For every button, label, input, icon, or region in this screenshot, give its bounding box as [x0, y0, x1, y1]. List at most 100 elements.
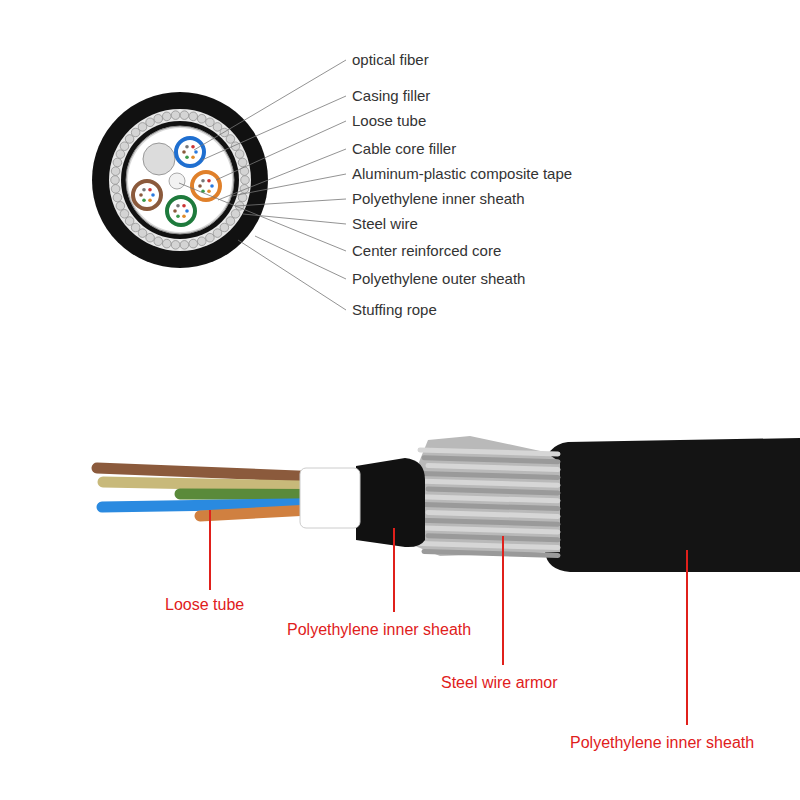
optical-fiber	[142, 198, 146, 202]
armor-strand	[420, 520, 558, 524]
armor-strand	[424, 458, 558, 462]
steel-wire	[213, 123, 222, 132]
armor-strand	[428, 466, 558, 470]
red-leader-lines	[210, 510, 687, 725]
armor-strands	[420, 450, 558, 555]
inner-sheath	[121, 121, 239, 239]
steel-wire	[111, 185, 120, 194]
loose-tubes	[133, 138, 220, 225]
optical-fiber	[148, 188, 152, 192]
steel-wire	[180, 111, 189, 120]
armor-strand	[424, 528, 558, 532]
callout-label: Polyethylene inner sheath	[570, 733, 754, 753]
leader-line	[194, 60, 346, 150]
part-label: Aluminum-plastic composite tape	[352, 164, 572, 184]
loose-tube	[103, 482, 310, 486]
part-label: Loose tube	[352, 111, 426, 131]
outer-sheath	[545, 438, 800, 572]
steel-wire	[197, 237, 206, 246]
loose-tube	[133, 181, 161, 209]
steel-wire	[138, 229, 147, 238]
optical-fiber	[176, 204, 180, 208]
part-label: Stuffing rope	[352, 300, 437, 320]
leader-line	[255, 236, 346, 279]
optical-fiber	[151, 193, 155, 197]
steel-wire	[226, 135, 235, 144]
optical-fiber	[182, 214, 186, 218]
callout-label: Steel wire armor	[441, 673, 557, 693]
steel-wire	[113, 193, 122, 202]
optical-fiber	[139, 193, 143, 197]
outer-sheath	[92, 92, 268, 268]
steel-wire	[206, 118, 215, 127]
armor-strand	[420, 450, 558, 454]
loose-tube	[167, 197, 195, 225]
steel-wire	[213, 229, 222, 238]
steel-wire	[162, 239, 171, 248]
steel-wire	[154, 114, 163, 123]
optical-fiber	[207, 179, 211, 183]
leader-line	[236, 199, 346, 206]
callout-label: Loose tube	[165, 595, 244, 615]
callout-label: Polyethylene inner sheath	[287, 620, 471, 640]
armor-strand	[428, 489, 558, 493]
loose-tube	[180, 489, 310, 501]
armor-strand	[420, 544, 558, 548]
tube-wall	[133, 181, 161, 209]
leader-line	[216, 121, 346, 180]
leader-line	[393, 528, 395, 612]
part-label: Cable core filler	[352, 139, 456, 159]
tube-wall	[176, 138, 204, 166]
optical-fiber	[185, 209, 189, 213]
steel-wire	[146, 118, 155, 127]
armor-strand	[420, 497, 558, 501]
steel-wire	[220, 223, 229, 232]
optical-fiber	[185, 155, 189, 159]
steel-wire	[231, 209, 240, 218]
steel-wire	[120, 209, 129, 218]
steel-wire	[116, 150, 125, 159]
steel-wire	[240, 185, 249, 194]
optical-fiber	[210, 184, 214, 188]
composite-tape	[300, 468, 360, 528]
inner-sheath	[356, 458, 425, 547]
part-label: Center reinforced core	[352, 241, 501, 261]
optical-fiber	[191, 145, 195, 149]
tube-wall	[192, 172, 220, 200]
optical-fiber	[182, 204, 186, 208]
steel-wire	[125, 217, 134, 226]
steel-wire	[146, 233, 155, 242]
leader-line	[179, 183, 346, 251]
leader-line	[209, 510, 211, 590]
steel-wire	[111, 176, 120, 185]
steel-wire	[171, 241, 180, 250]
steel-wire	[180, 241, 189, 250]
leader-line	[238, 240, 346, 310]
optical-fiber	[142, 188, 146, 192]
optical-fiber	[198, 184, 202, 188]
armor-ground	[109, 109, 251, 251]
loose-tube	[200, 510, 310, 516]
armor-strand	[428, 536, 558, 540]
armor-strand	[424, 551, 558, 555]
part-label: Steel wire	[352, 214, 418, 234]
steel-wire	[131, 128, 140, 137]
armor-strand	[424, 481, 558, 485]
cable-side-view	[97, 436, 800, 572]
armor-strand	[428, 512, 558, 516]
leader-line	[218, 149, 346, 200]
armor-strand	[424, 505, 558, 509]
optical-fiber	[176, 214, 180, 218]
optical-fiber	[201, 179, 205, 183]
tube-wall	[167, 197, 195, 225]
part-label: Polyethylene outer sheath	[352, 269, 525, 289]
composite-tape	[126, 126, 234, 234]
steel-armor	[415, 436, 560, 556]
leader-line	[232, 174, 346, 196]
optical-fiber	[185, 145, 189, 149]
core-filler	[143, 143, 175, 175]
steel-wire-ring	[111, 111, 250, 249]
leader-line	[202, 96, 346, 160]
optical-fiber	[191, 155, 195, 159]
